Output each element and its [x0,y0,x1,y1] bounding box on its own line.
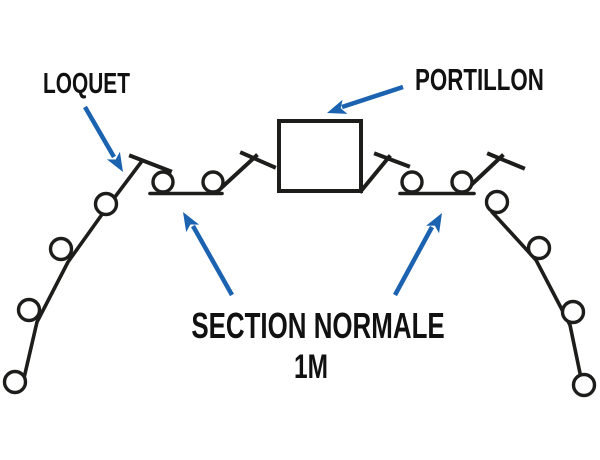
arrow-loquet [83,105,123,172]
latch-icon-a-crossbar [128,153,173,174]
arrowhead-icon [106,151,123,172]
chain-ring [93,191,119,217]
section-ring [400,170,424,194]
section-ring [201,170,225,194]
label-section-normale: SECTION NORMALE [191,306,444,346]
chain-ring [48,236,74,262]
section-ring [450,170,474,194]
gate-square [277,119,363,193]
latch-icon-b-stem [216,153,259,193]
chain-ring [560,299,586,325]
arrow-portillon [327,84,404,114]
arrow-section-right [393,213,442,297]
label-1m: 1M [294,348,328,386]
latch-icon-c-stem [358,154,392,194]
chain-ring [16,297,42,323]
latch-icon-b-crossbar [239,150,277,170]
latch-icon-d-stem [466,153,505,190]
arrowhead-icon [183,212,200,233]
arrowhead-icon [426,213,442,234]
label-portillon: PORTILLON [415,62,544,96]
chain-ring [526,235,552,261]
chain-ring [2,369,28,395]
arrowhead-icon [327,99,348,114]
latch-icon-d-crossbar [486,151,526,171]
section-ring [151,170,175,194]
chain-ring [571,372,597,398]
chain-left-wire [22,159,144,380]
label-loquet: LOQUET [43,68,130,100]
chain-ring [484,189,510,215]
chain-right-wire [490,210,583,380]
latch-icon-c-crossbar [373,151,411,169]
arrow-section-left [183,212,234,297]
